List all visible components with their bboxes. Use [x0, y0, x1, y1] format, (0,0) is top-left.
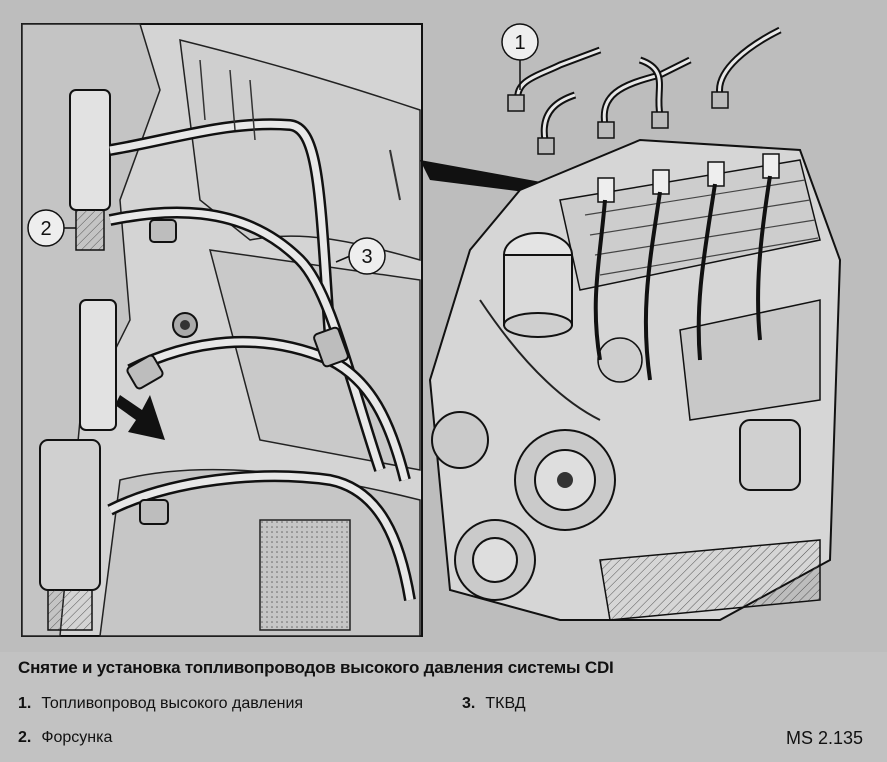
- full-engine-view: [428, 138, 842, 621]
- callout-1-label: 1: [514, 32, 525, 54]
- legend-text: Топливопровод высокого давления: [41, 695, 304, 712]
- legend-item: 3. ТКВД: [462, 695, 526, 713]
- callout-1: 1: [501, 23, 539, 90]
- callout-3-label: 3: [361, 246, 372, 268]
- legend-number: 1.: [18, 695, 32, 712]
- callout-2-label: 2: [40, 218, 51, 240]
- legend-text: ТКВД: [485, 695, 526, 712]
- engine-illustration: 1 2 3: [21, 23, 842, 637]
- figure-code: MS 2.135: [785, 728, 863, 748]
- legend-number: 2.: [18, 729, 32, 746]
- legend-item: 2. Форсунка: [18, 729, 112, 747]
- legend-text: Форсунка: [41, 729, 113, 746]
- fuel-line-set: [507, 26, 782, 155]
- detail-view-panel: [21, 23, 423, 637]
- callout-3: 3: [335, 237, 386, 275]
- figure-caption: Снятие и установка топливопроводов высок…: [0, 652, 887, 762]
- callout-2: 2: [27, 209, 76, 247]
- legend-number: 3.: [462, 695, 476, 712]
- legend-item: 1. Топливопровод высокого давления: [18, 695, 303, 713]
- caption-title: Снятие и установка топливопроводов высок…: [18, 658, 614, 677]
